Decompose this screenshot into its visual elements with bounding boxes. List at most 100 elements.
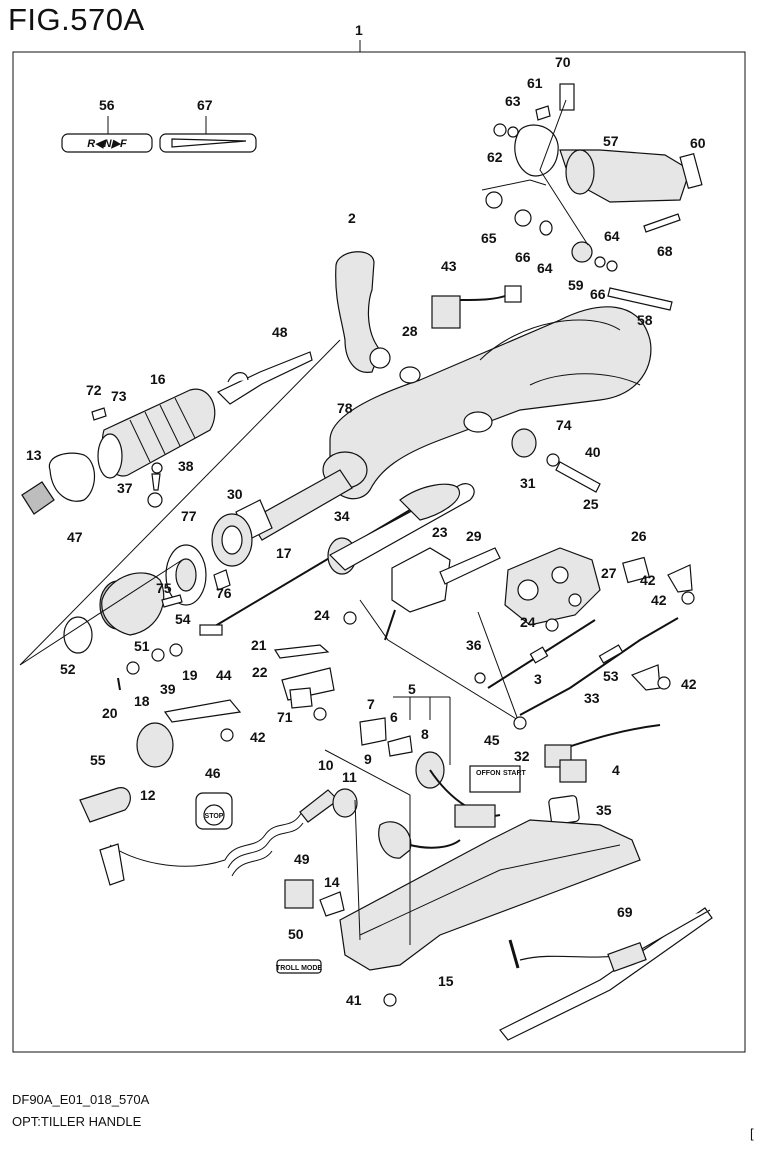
part-label: 21: [251, 637, 267, 653]
part-label: 53: [603, 668, 619, 684]
part-label: 26: [631, 528, 647, 544]
part-label: 64: [537, 260, 553, 276]
part-label: 64: [604, 228, 620, 244]
part-label: 63: [505, 93, 521, 109]
bottom-cover: [339, 819, 641, 971]
part-label: 60: [690, 135, 706, 151]
part-label: 10: [318, 757, 334, 773]
part-label: 42: [651, 592, 667, 608]
part-label: 45: [484, 732, 500, 748]
part-label: 15: [438, 973, 454, 989]
part-label: 4: [612, 762, 620, 778]
figure-title: FIG.570A: [8, 2, 145, 37]
part-label: 35: [596, 802, 612, 818]
part-label: 47: [67, 529, 83, 545]
part-label: 41: [346, 992, 362, 1008]
part-label: 33: [584, 690, 600, 706]
part-label: 11: [342, 769, 357, 785]
part-label: 29: [466, 528, 482, 544]
part-label: 32: [514, 748, 530, 764]
part-label: 74: [556, 417, 572, 433]
part-label: 72: [86, 382, 102, 398]
part-label: 75: [156, 580, 172, 596]
part-label: 49: [294, 851, 310, 867]
part-label: 27: [601, 565, 617, 581]
part-label: 36: [466, 637, 482, 653]
part-label: 7: [367, 696, 375, 712]
part-label: 2: [348, 210, 356, 226]
part-label: 24: [314, 607, 330, 623]
part-label: 71: [277, 709, 293, 725]
shift-decal-text: R◀N▶F: [87, 138, 127, 150]
part-label: 76: [216, 585, 232, 601]
troll-decal-text: TROLL MODE: [276, 965, 322, 972]
part-label: 61: [527, 75, 543, 91]
part-label: 54: [175, 611, 191, 627]
part-label: 59: [568, 277, 584, 293]
part-label: 20: [102, 705, 118, 721]
part-label: 44: [216, 667, 232, 683]
part-label: 3: [534, 671, 542, 687]
part-label: 66: [590, 286, 606, 302]
part-label: 31: [520, 475, 536, 491]
part-label: 62: [487, 149, 503, 165]
part-label: 38: [178, 458, 194, 474]
part-label: 52: [60, 661, 76, 677]
part-label: 55: [90, 752, 106, 768]
part-label: 28: [402, 323, 418, 339]
part-label: 9: [364, 751, 372, 767]
tiller-housing: [329, 306, 652, 500]
part-label: 67: [197, 97, 213, 113]
part-label: 57: [603, 133, 619, 149]
part-label: 1: [355, 22, 363, 38]
part-number-labels: 1 2 3 4 5 6 7 8 9 10 11 12 13 14 15 16 1…: [26, 22, 706, 1008]
part-label: 51: [134, 638, 150, 654]
part-label: 14: [324, 874, 340, 890]
part-label: 18: [134, 693, 150, 709]
part-label: 56: [99, 97, 115, 113]
part-label: 13: [26, 447, 42, 463]
part-label: 23: [432, 524, 448, 540]
part-label: 39: [160, 681, 176, 697]
part-label: 65: [481, 230, 497, 246]
part-label: 66: [515, 249, 531, 265]
stop-decal-text: STOP: [205, 813, 224, 820]
part-label: 37: [117, 480, 133, 496]
part-label: 22: [252, 664, 268, 680]
part-label: 42: [640, 572, 656, 588]
key-switch-decal: OFF ON START: [469, 765, 527, 793]
part-label: 25: [583, 496, 599, 512]
part-label: 19: [182, 667, 198, 683]
part-label: 17: [276, 545, 292, 561]
part-label: 42: [681, 676, 697, 692]
part-label: 43: [441, 258, 457, 274]
part-label: 69: [617, 904, 633, 920]
part-label: 40: [585, 444, 601, 460]
part-label: 16: [150, 371, 166, 387]
part-label: 34: [334, 508, 350, 524]
diagram-name: OPT:TILLER HANDLE: [12, 1114, 142, 1129]
part-label: 24: [520, 614, 536, 630]
decal-start-text: START: [503, 770, 527, 777]
part-label: 6: [390, 709, 398, 725]
shift-decal: R◀N▶F: [61, 116, 153, 153]
throttle-decal: [159, 116, 257, 153]
part-label: 12: [140, 787, 156, 803]
part-label: 73: [111, 388, 127, 404]
part-label: 46: [205, 765, 221, 781]
decal-off-text: OFF: [476, 770, 491, 777]
part-label: 68: [657, 243, 673, 259]
part-label: 77: [181, 508, 197, 524]
part-label: 42: [250, 729, 266, 745]
part-label: 48: [272, 324, 288, 340]
part-label: 5: [408, 681, 416, 697]
decal-on-text: ON: [490, 770, 501, 777]
part-label: 78: [337, 400, 353, 416]
part-label: 70: [555, 54, 571, 70]
part-label: 30: [227, 486, 243, 502]
part-label: 50: [288, 926, 304, 942]
part-label: 58: [637, 312, 653, 328]
corner-mark: [: [750, 1126, 754, 1141]
diagram-frame: [12, 51, 746, 1053]
